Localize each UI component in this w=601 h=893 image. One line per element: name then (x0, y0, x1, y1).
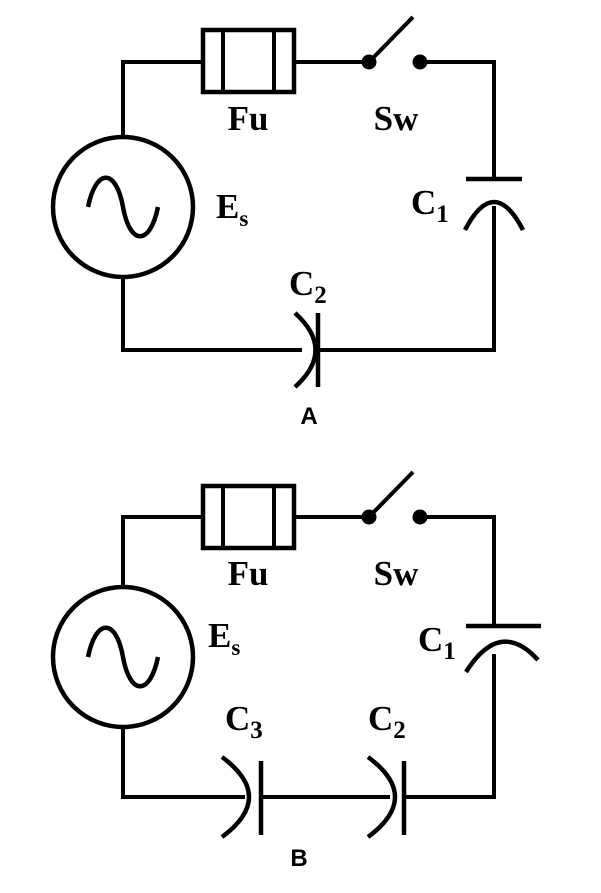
wire-b-c1-to-c2 (402, 654, 496, 799)
source-label-a: Es (216, 187, 248, 231)
capacitor-c2-b (366, 755, 407, 839)
ac-source-a (50, 134, 196, 280)
panel-label-a: A (300, 403, 317, 430)
panel-label-b: B (290, 845, 307, 872)
wire-a-c1-to-c2 (316, 206, 496, 352)
wire-a-c2-to-source (121, 276, 302, 352)
c1-label-b: C1 (418, 620, 456, 665)
c2-label-a: C2 (289, 264, 327, 309)
circuit-b: Fu Sw Es C1 C3 C2 B (50, 470, 541, 872)
capacitor-c1-a (463, 176, 525, 232)
wire-a-switch-to-c1 (418, 60, 496, 181)
capacitor-c3-b (220, 755, 264, 839)
fuse-a (200, 27, 297, 95)
wire-a-top-left (121, 60, 205, 137)
source-label-b: Es (208, 616, 240, 660)
circuit-a: Fu Sw Es C1 C2 A (50, 15, 525, 430)
ac-source-b (50, 584, 196, 730)
switch-label-a: Sw (374, 99, 419, 138)
wire-b-c3-to-source (121, 727, 245, 799)
wire-b-top-left (121, 515, 205, 587)
c2-label-b: C2 (368, 699, 406, 744)
switch-b (361, 470, 428, 525)
switch-label-b: Sw (374, 554, 419, 593)
fuse-label-a: Fu (228, 99, 269, 138)
wire-b-switch-to-c1 (418, 515, 496, 628)
capacitor-c2-a (293, 311, 321, 389)
capacitor-c1-b (464, 623, 541, 674)
fuse-b (200, 483, 297, 551)
switch-a (361, 15, 428, 70)
fuse-label-b: Fu (228, 554, 269, 593)
c3-label-b: C3 (225, 699, 263, 744)
c1-label-a: C1 (411, 183, 449, 228)
